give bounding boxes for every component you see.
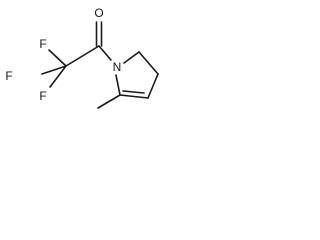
ring-bond-n-c5 <box>123 51 140 64</box>
carbonyl-n-bond <box>98 45 112 61</box>
cf-bond-bottom <box>49 65 67 88</box>
fluorine-bottom-label: F <box>39 89 46 103</box>
fluorine-top-label: F <box>39 37 46 51</box>
oxygen-label: O <box>94 6 103 20</box>
ring-bond-c5-c4 <box>138 51 159 75</box>
fluorine-left-label: F <box>5 69 12 83</box>
structure-diagram: O N F F F <box>5 6 159 109</box>
ring-double-bond-inner <box>122 90 145 94</box>
carbonyl-cf3-bond <box>65 45 100 67</box>
ring-double-bond-outer <box>119 94 149 99</box>
ring-bond-c4-c3 <box>147 73 159 99</box>
cf-bond-left <box>41 65 67 75</box>
methyl-bond <box>97 94 121 109</box>
ring-bond-c2-n <box>115 74 121 96</box>
cf-bond-top <box>48 49 67 67</box>
nitrogen-label: N <box>113 60 122 74</box>
